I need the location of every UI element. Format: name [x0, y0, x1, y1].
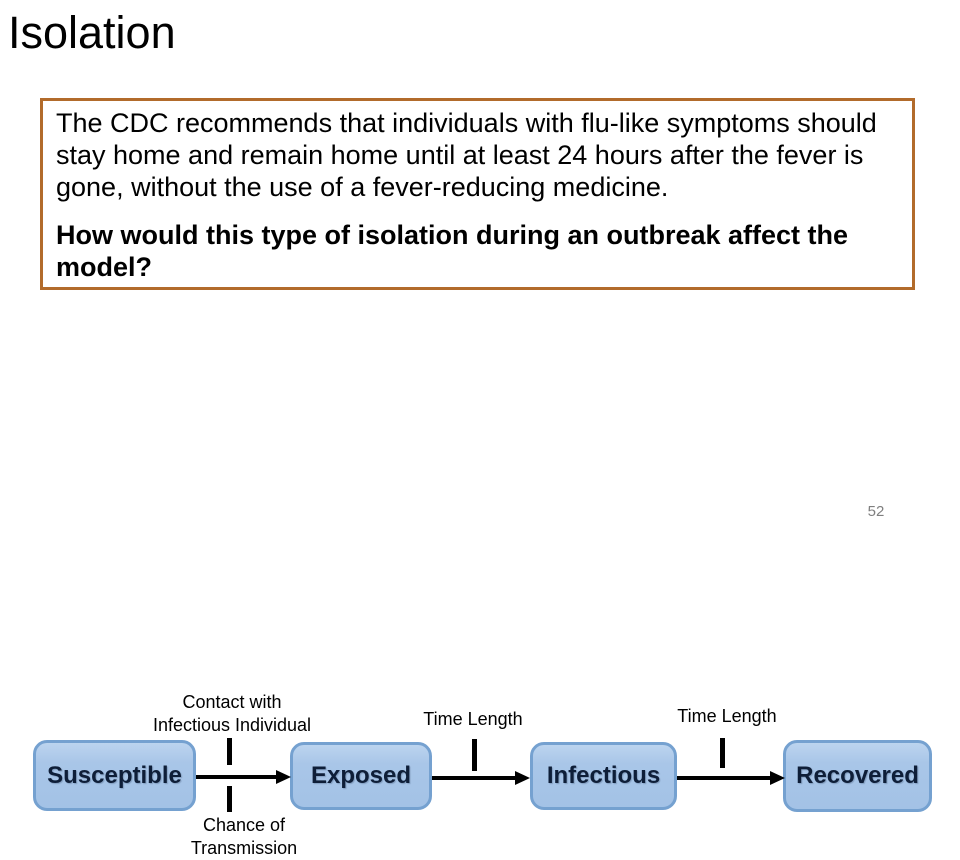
transition-tick-1-upper — [227, 738, 232, 765]
time-length-label-1: Time Length — [423, 709, 523, 729]
transition-tick-1-lower — [227, 786, 232, 812]
transition-tick-2 — [472, 739, 477, 771]
callout-box: The CDC recommends that individuals with… — [40, 98, 915, 290]
stage-label-recovered: Recovered — [796, 762, 919, 789]
stage-label-susceptible: Susceptible — [47, 761, 182, 789]
page-number: 52 — [867, 503, 885, 520]
flow-arrow-exposed-infectious — [432, 776, 516, 780]
stage-box-susceptible: Susceptible — [33, 740, 196, 811]
cdc-recommendation-paragraph: The CDC recommends that individuals with… — [56, 108, 877, 202]
stage-box-infectious: Infectious — [530, 742, 677, 810]
chance-of-transmission-label: Chance of Transmission — [144, 814, 344, 860]
contact-with-infectious-label: Contact with Infectious Individual — [122, 691, 342, 737]
contact-label-line2: Infectious Individual — [152, 715, 312, 735]
stage-box-recovered: Recovered — [783, 740, 932, 812]
transition-tick-3 — [720, 738, 725, 768]
flow-arrow-infectious-recovered — [677, 776, 771, 780]
slide-title: Isolation — [8, 7, 176, 58]
flow-arrow-susceptible-exposed — [196, 775, 277, 779]
stage-box-exposed: Exposed — [290, 742, 432, 810]
chance-label-line2: Transmission — [190, 838, 298, 858]
flow-arrowhead-infectious-recovered — [770, 771, 785, 785]
chance-label-line1: Chance of — [202, 815, 286, 835]
flow-arrowhead-exposed-infectious — [515, 771, 530, 785]
contact-label-line1: Contact with — [182, 692, 282, 712]
model-question: How would this type of isolation during … — [56, 220, 849, 282]
flow-arrowhead-susceptible-exposed — [276, 770, 291, 784]
time-length-label-2: Time Length — [677, 706, 777, 726]
stage-label-infectious: Infectious — [546, 762, 661, 789]
stage-label-exposed: Exposed — [310, 762, 412, 789]
seir-flow-diagram: Susceptible Exposed Infectious Recovered… — [0, 340, 960, 858]
